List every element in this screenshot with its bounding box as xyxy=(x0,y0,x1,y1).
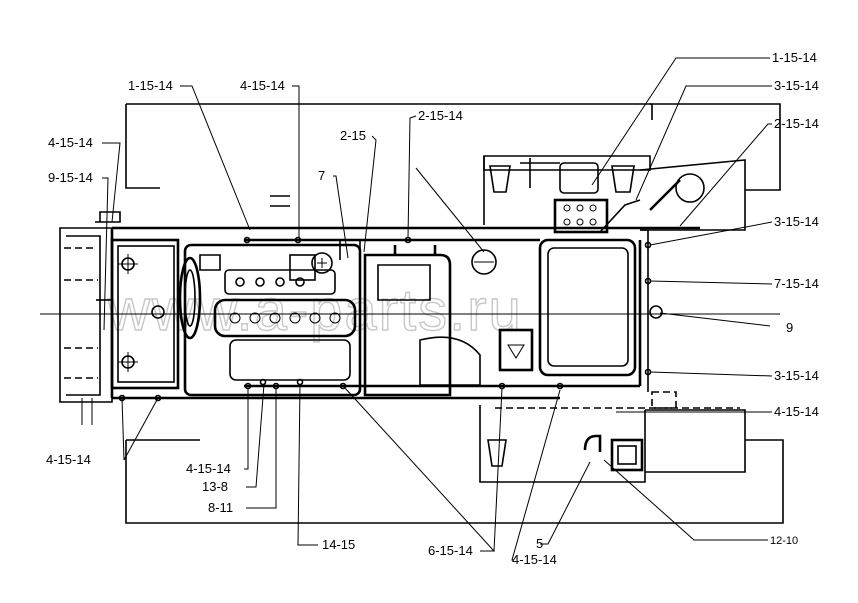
callout-8-11: 8-11 xyxy=(208,500,233,515)
upper-track xyxy=(125,103,781,191)
callout-12-10: 12-10 xyxy=(770,535,798,547)
callout-9: 9 xyxy=(786,320,793,335)
callout-7: 7 xyxy=(318,168,325,183)
engine-block xyxy=(178,243,362,397)
callout-3-15-14-right-top: 3-15-14 xyxy=(774,78,819,93)
callout-4-15-14-top: 4-15-14 xyxy=(240,78,285,93)
callout-1-15-14-right: 1-15-14 xyxy=(772,50,817,65)
callout-13-8: 13-8 xyxy=(202,479,228,494)
watermark-text: www.a-parts.ru xyxy=(107,278,523,343)
leader-lines xyxy=(102,57,773,561)
wiring-harness xyxy=(96,199,649,392)
callout-4-15-14-bottom-left: 4-15-14 xyxy=(46,452,91,467)
callout-3-15-14-right-low: 3-15-14 xyxy=(774,368,819,383)
callout-4-15-14-bottom-mid: 4-15-14 xyxy=(186,461,231,476)
callout-14-15: 14-15 xyxy=(322,537,355,552)
lower-deck xyxy=(479,391,746,483)
callout-1-15-14-top-left: 1-15-14 xyxy=(128,78,173,93)
transmission xyxy=(363,245,534,397)
callout-9-15-14: 9-15-14 xyxy=(48,170,93,185)
callout-4-15-14-bottom-right: 4-15-14 xyxy=(512,552,557,567)
upper-deck xyxy=(270,155,746,231)
callout-2-15-14-right: 2-15-14 xyxy=(774,116,819,131)
lower-track xyxy=(125,439,784,524)
callout-4-15-14-left-top: 4-15-14 xyxy=(48,135,93,150)
callout-3-15-14-right-mid: 3-15-14 xyxy=(774,214,819,229)
radiator xyxy=(110,238,180,390)
callout-5: 5 xyxy=(536,536,543,551)
callout-4-15-14-right: 4-15-14 xyxy=(774,404,819,419)
callout-labels: 1-15-14 4-15-14 2-15 2-15-14 7 4-15-14 9… xyxy=(46,50,819,567)
hydraulic-tank xyxy=(520,158,637,377)
callout-2-15-14-top: 2-15-14 xyxy=(418,108,463,123)
callout-2-15: 2-15 xyxy=(340,128,366,143)
callout-6-15-14: 6-15-14 xyxy=(428,543,473,558)
callout-7-15-14: 7-15-14 xyxy=(774,276,819,291)
